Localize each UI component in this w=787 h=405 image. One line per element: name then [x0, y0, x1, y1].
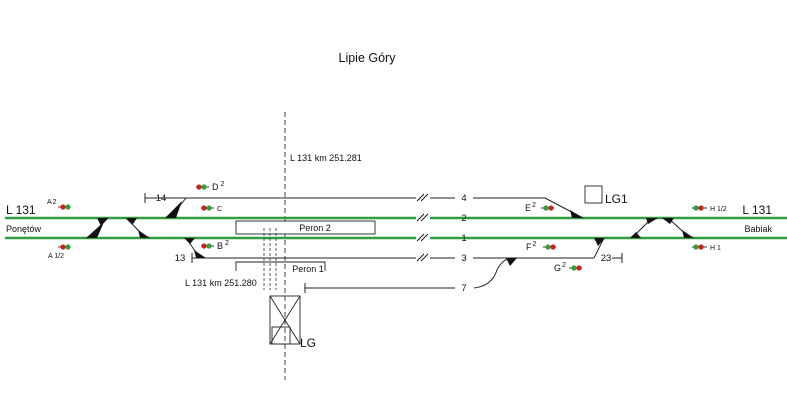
platform-access-path — [263, 228, 277, 290]
signal-e2-label: E2 — [525, 202, 536, 213]
station-building-lg — [269, 295, 301, 345]
track-number-1: 1 — [461, 233, 466, 244]
platform-2 — [235, 220, 376, 235]
track-end-23: 23 — [601, 253, 612, 264]
track-end-14: 14 — [156, 193, 167, 204]
side-track-4 — [144, 193, 584, 219]
signal-h1 — [692, 244, 707, 250]
signal-box-lg1 — [584, 185, 603, 204]
track-number-4: 4 — [461, 193, 466, 204]
platform-1 — [235, 261, 326, 271]
signal-c — [201, 205, 214, 211]
right-crossovers — [631, 217, 691, 239]
signal-f2 — [543, 244, 556, 250]
building-label-lg: LG — [300, 336, 316, 350]
track-end-13: 13 — [175, 253, 186, 264]
signal-h1-label: H 1 — [710, 245, 721, 252]
left-crossovers — [87, 197, 201, 259]
direction-left: Ponętów — [6, 224, 42, 234]
signal-f2-label: F2 — [526, 241, 537, 252]
platform-1-label: Peron 1 — [292, 264, 324, 274]
building-label-lg1: LG1 — [605, 192, 628, 206]
track-number-3: 3 — [461, 253, 466, 264]
platform-2-label: Peron 2 — [299, 223, 331, 233]
km-label-bottom: L 131 km 251.280 — [185, 278, 257, 288]
signal-d2 — [196, 184, 209, 190]
signal-b2 — [201, 243, 214, 249]
signal-g2-label: G2 — [554, 262, 566, 273]
side-track-3 — [191, 237, 623, 263]
signal-e2 — [541, 205, 554, 211]
track-number-7: 7 — [461, 283, 466, 294]
break-marks — [416, 193, 429, 262]
station-title: Lipie Góry — [339, 51, 397, 65]
signal-h12 — [692, 205, 707, 211]
switch-markers — [86, 201, 694, 266]
signal-a2 — [58, 204, 71, 210]
km-label-top: L 131 km 251.281 — [290, 153, 362, 163]
signal-g2 — [569, 265, 582, 271]
line-label-left: L 131 — [6, 203, 36, 217]
signal-h12-label: H 1/2 — [710, 206, 727, 213]
siding-track-7 — [304, 257, 514, 293]
signal-a12-label: A 1/2 — [48, 253, 64, 260]
signal-c-label: C — [217, 206, 222, 213]
signal-a2-label: A2 — [47, 199, 57, 206]
signal-a12 — [58, 244, 71, 250]
line-label-right: L 131 — [742, 203, 772, 217]
track-number-2: 2 — [461, 213, 466, 224]
direction-right: Babiak — [744, 224, 772, 234]
